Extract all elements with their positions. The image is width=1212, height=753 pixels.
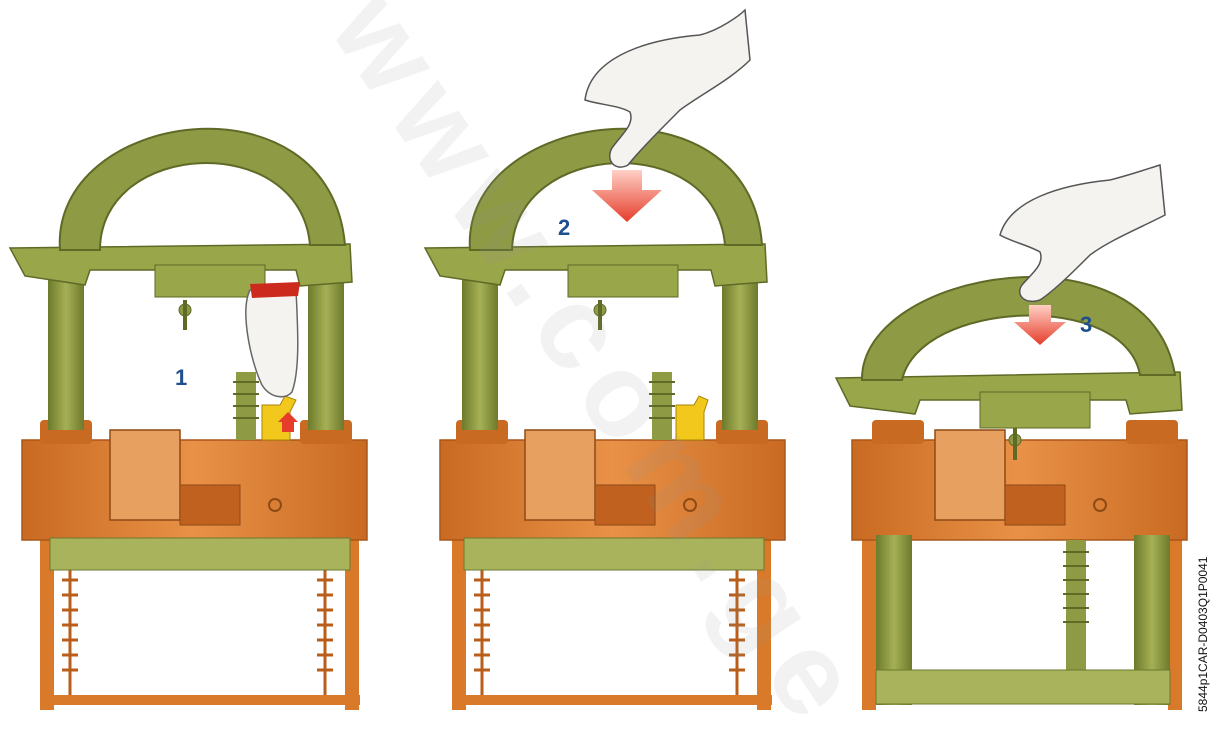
step-label-3: 3 <box>1080 312 1092 338</box>
step-3-illustration <box>836 165 1187 710</box>
frame-base-bar <box>452 695 772 705</box>
guide-column <box>48 280 84 430</box>
slide-block <box>1005 485 1065 525</box>
guide-column <box>722 280 758 430</box>
spring-rod <box>62 570 333 705</box>
latch-block <box>980 392 1090 428</box>
hinge-block <box>935 430 1005 520</box>
hand-cuff <box>250 282 300 298</box>
threaded-post <box>1066 540 1086 670</box>
step-1-illustration <box>10 129 367 710</box>
frame-base-bar <box>40 695 360 705</box>
lower-plate <box>876 670 1170 704</box>
step-label-2: 2 <box>558 215 570 241</box>
slide-block <box>180 485 240 525</box>
guide-column <box>308 280 344 430</box>
operator-hand <box>1000 165 1165 301</box>
tool-usage-diagram: www.com.ge 1 2 3 5844p1CAR-D0403Q1P0041 <box>0 0 1212 713</box>
housing-collar <box>872 420 924 444</box>
reference-code: 5844p1CAR-D0403Q1P0041 <box>1196 557 1210 712</box>
arch-handle <box>862 277 1175 380</box>
arch-handle <box>60 129 345 250</box>
lower-plate <box>50 538 350 570</box>
step-label-1: 1 <box>175 365 187 391</box>
push-down-arrow <box>592 170 662 222</box>
hinge-block <box>110 430 180 520</box>
housing-collar <box>1126 420 1178 444</box>
